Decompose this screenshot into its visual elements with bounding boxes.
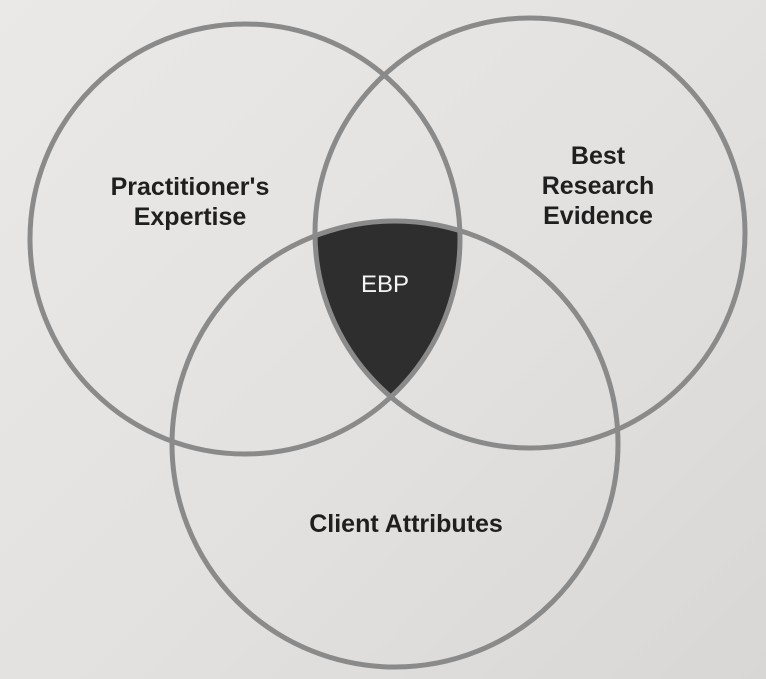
- research-label-line-2: Research: [541, 172, 655, 200]
- ebp-label: EBP: [360, 271, 410, 298]
- practitioner-label-line-1: Practitioner's: [110, 173, 270, 201]
- research-evidence-circle: [312, 15, 748, 451]
- client-attributes-circle: [169, 218, 621, 670]
- client-attributes-label: Client Attributes: [256, 509, 556, 539]
- client-label-line-1: Client Attributes: [309, 510, 503, 538]
- practitioner-expertise-circle: [27, 21, 463, 457]
- practitioner-expertise-label: Practitioner's Expertise: [70, 172, 310, 232]
- research-label-line-1: Best: [570, 142, 626, 170]
- research-label-line-3: Evidence: [543, 202, 653, 230]
- practitioner-label-line-2: Expertise: [133, 203, 247, 231]
- research-evidence-label: Best Research Evidence: [508, 141, 688, 231]
